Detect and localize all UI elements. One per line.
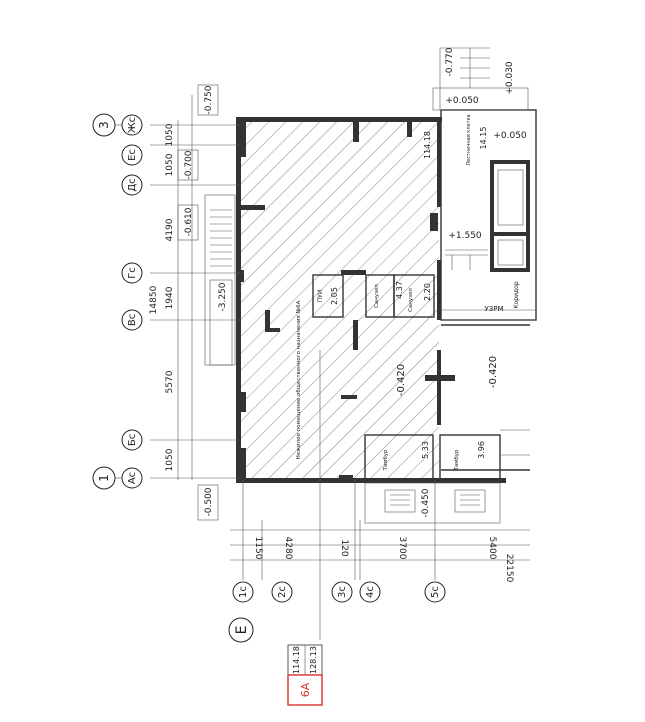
level-0420-right: -0.420 bbox=[488, 356, 499, 388]
dim-1940: 1940 bbox=[165, 286, 175, 309]
axis-label-1c: 1с bbox=[238, 586, 249, 598]
level-0420-main: -0.420 bbox=[396, 364, 407, 396]
level-0450: -0.450 bbox=[421, 488, 431, 517]
level-plus-0050-a: +0.050 bbox=[445, 96, 479, 106]
axis-label-e: Ес bbox=[127, 149, 138, 161]
level-marks: -0.750 -0.700 -0.610 -3.250 -0.500 -0.42… bbox=[177, 47, 527, 521]
axis-label-2c: 2с bbox=[277, 586, 288, 598]
room-stamp: 114.18 128.13 6А bbox=[287, 644, 323, 706]
axis-label-zh: Жс bbox=[127, 117, 138, 133]
entrance-stairs bbox=[364, 482, 501, 524]
axis-lines-vertical bbox=[230, 350, 530, 610]
axis-label-1: 1 bbox=[97, 474, 111, 482]
dim-5400: 5400 bbox=[487, 537, 497, 560]
axis-label-b: Бс bbox=[127, 434, 138, 446]
right-continuation bbox=[441, 324, 530, 471]
level-plus-0030: +0.030 bbox=[505, 61, 515, 95]
dim-4190: 4190 bbox=[165, 218, 175, 241]
dim-3700: 3700 bbox=[397, 537, 407, 560]
dim-1150: 1150 bbox=[253, 537, 263, 560]
axis-label-a: Ас bbox=[127, 472, 138, 484]
dim-1050-top: 1050 bbox=[165, 123, 175, 146]
section-label: Е bbox=[234, 626, 250, 635]
bottom-dimensions: 1150 4280 120 3700 5400 22150 bbox=[253, 537, 514, 583]
dim-5570: 5570 bbox=[165, 370, 175, 393]
toilet2-name: Санузел bbox=[408, 288, 414, 312]
corridor-label: Коридор bbox=[513, 281, 520, 308]
stamp-area1: 114.18 bbox=[292, 646, 301, 674]
dim-14850: 14850 bbox=[149, 285, 159, 314]
dim-4280: 4280 bbox=[283, 537, 293, 560]
tambur1-name: Тамбур bbox=[383, 449, 389, 472]
main-room-area: 114.18 bbox=[423, 131, 432, 159]
stair-name: Лестничная клетка bbox=[466, 114, 472, 165]
level-plus-1550: +1.550 bbox=[448, 231, 482, 241]
stamp-area2: 128.13 bbox=[309, 646, 318, 674]
axis-label-3: 3 bbox=[97, 121, 111, 129]
stamp-number: 6А bbox=[299, 682, 312, 697]
stair-core bbox=[432, 47, 537, 321]
small-rooms bbox=[312, 274, 501, 481]
level-0770: -0.770 bbox=[445, 47, 455, 76]
tambur2-name: Тамбур bbox=[454, 449, 460, 472]
main-room-hatch bbox=[239, 120, 439, 480]
axis-label-4c: 4с bbox=[365, 586, 376, 598]
level-plus-0050-b: +0.050 bbox=[493, 131, 527, 141]
toilet2-area: 2.20 bbox=[423, 283, 432, 301]
tambur2-area: 3.96 bbox=[477, 441, 486, 459]
dim-22150: 22150 bbox=[504, 554, 514, 583]
axis-label-d: Дс bbox=[127, 178, 138, 191]
axis-label-v: Вс bbox=[127, 314, 138, 326]
axis-label-g: Гс bbox=[127, 267, 138, 279]
main-room-name: Нежилое помещение общественного назначен… bbox=[296, 300, 302, 459]
uzrm-label: УЗРМ bbox=[484, 305, 503, 313]
axis-label-3c: 3с bbox=[337, 586, 348, 598]
level-3250: -3.250 bbox=[218, 282, 228, 311]
left-axis-markers: Жс Ес Дс Гс Вс Бс Ас 3 1 bbox=[92, 113, 143, 490]
tambur1-area: 5.33 bbox=[421, 441, 430, 459]
dim-1050-bottom: 1050 bbox=[165, 448, 175, 471]
toilet-area: 4.37 bbox=[395, 281, 404, 299]
toilet-name: Санузел bbox=[374, 284, 380, 308]
bottom-axis-markers: 1с 2с 3с 4с 5с Е bbox=[228, 581, 446, 643]
level-0700: -0.700 bbox=[184, 150, 194, 179]
level-0610: -0.610 bbox=[184, 207, 194, 236]
stair-area: 14.15 bbox=[479, 127, 488, 150]
axis-label-5c: 5с bbox=[430, 586, 441, 598]
wall-piers bbox=[236, 117, 455, 483]
level-0500: -0.500 bbox=[204, 487, 214, 516]
dim-120: 120 bbox=[339, 539, 349, 556]
pui-area: 2.05 bbox=[330, 287, 339, 305]
left-dimensions: 1050 1050 4190 1940 14850 5570 1050 bbox=[149, 123, 175, 471]
room-labels: 114.18 Нежилое помещение общественного н… bbox=[296, 114, 520, 471]
level-0750: -0.750 bbox=[204, 85, 214, 114]
left-stairs bbox=[204, 194, 236, 366]
pui-name: ПУИ bbox=[317, 290, 324, 303]
dim-1050-second: 1050 bbox=[165, 153, 175, 176]
